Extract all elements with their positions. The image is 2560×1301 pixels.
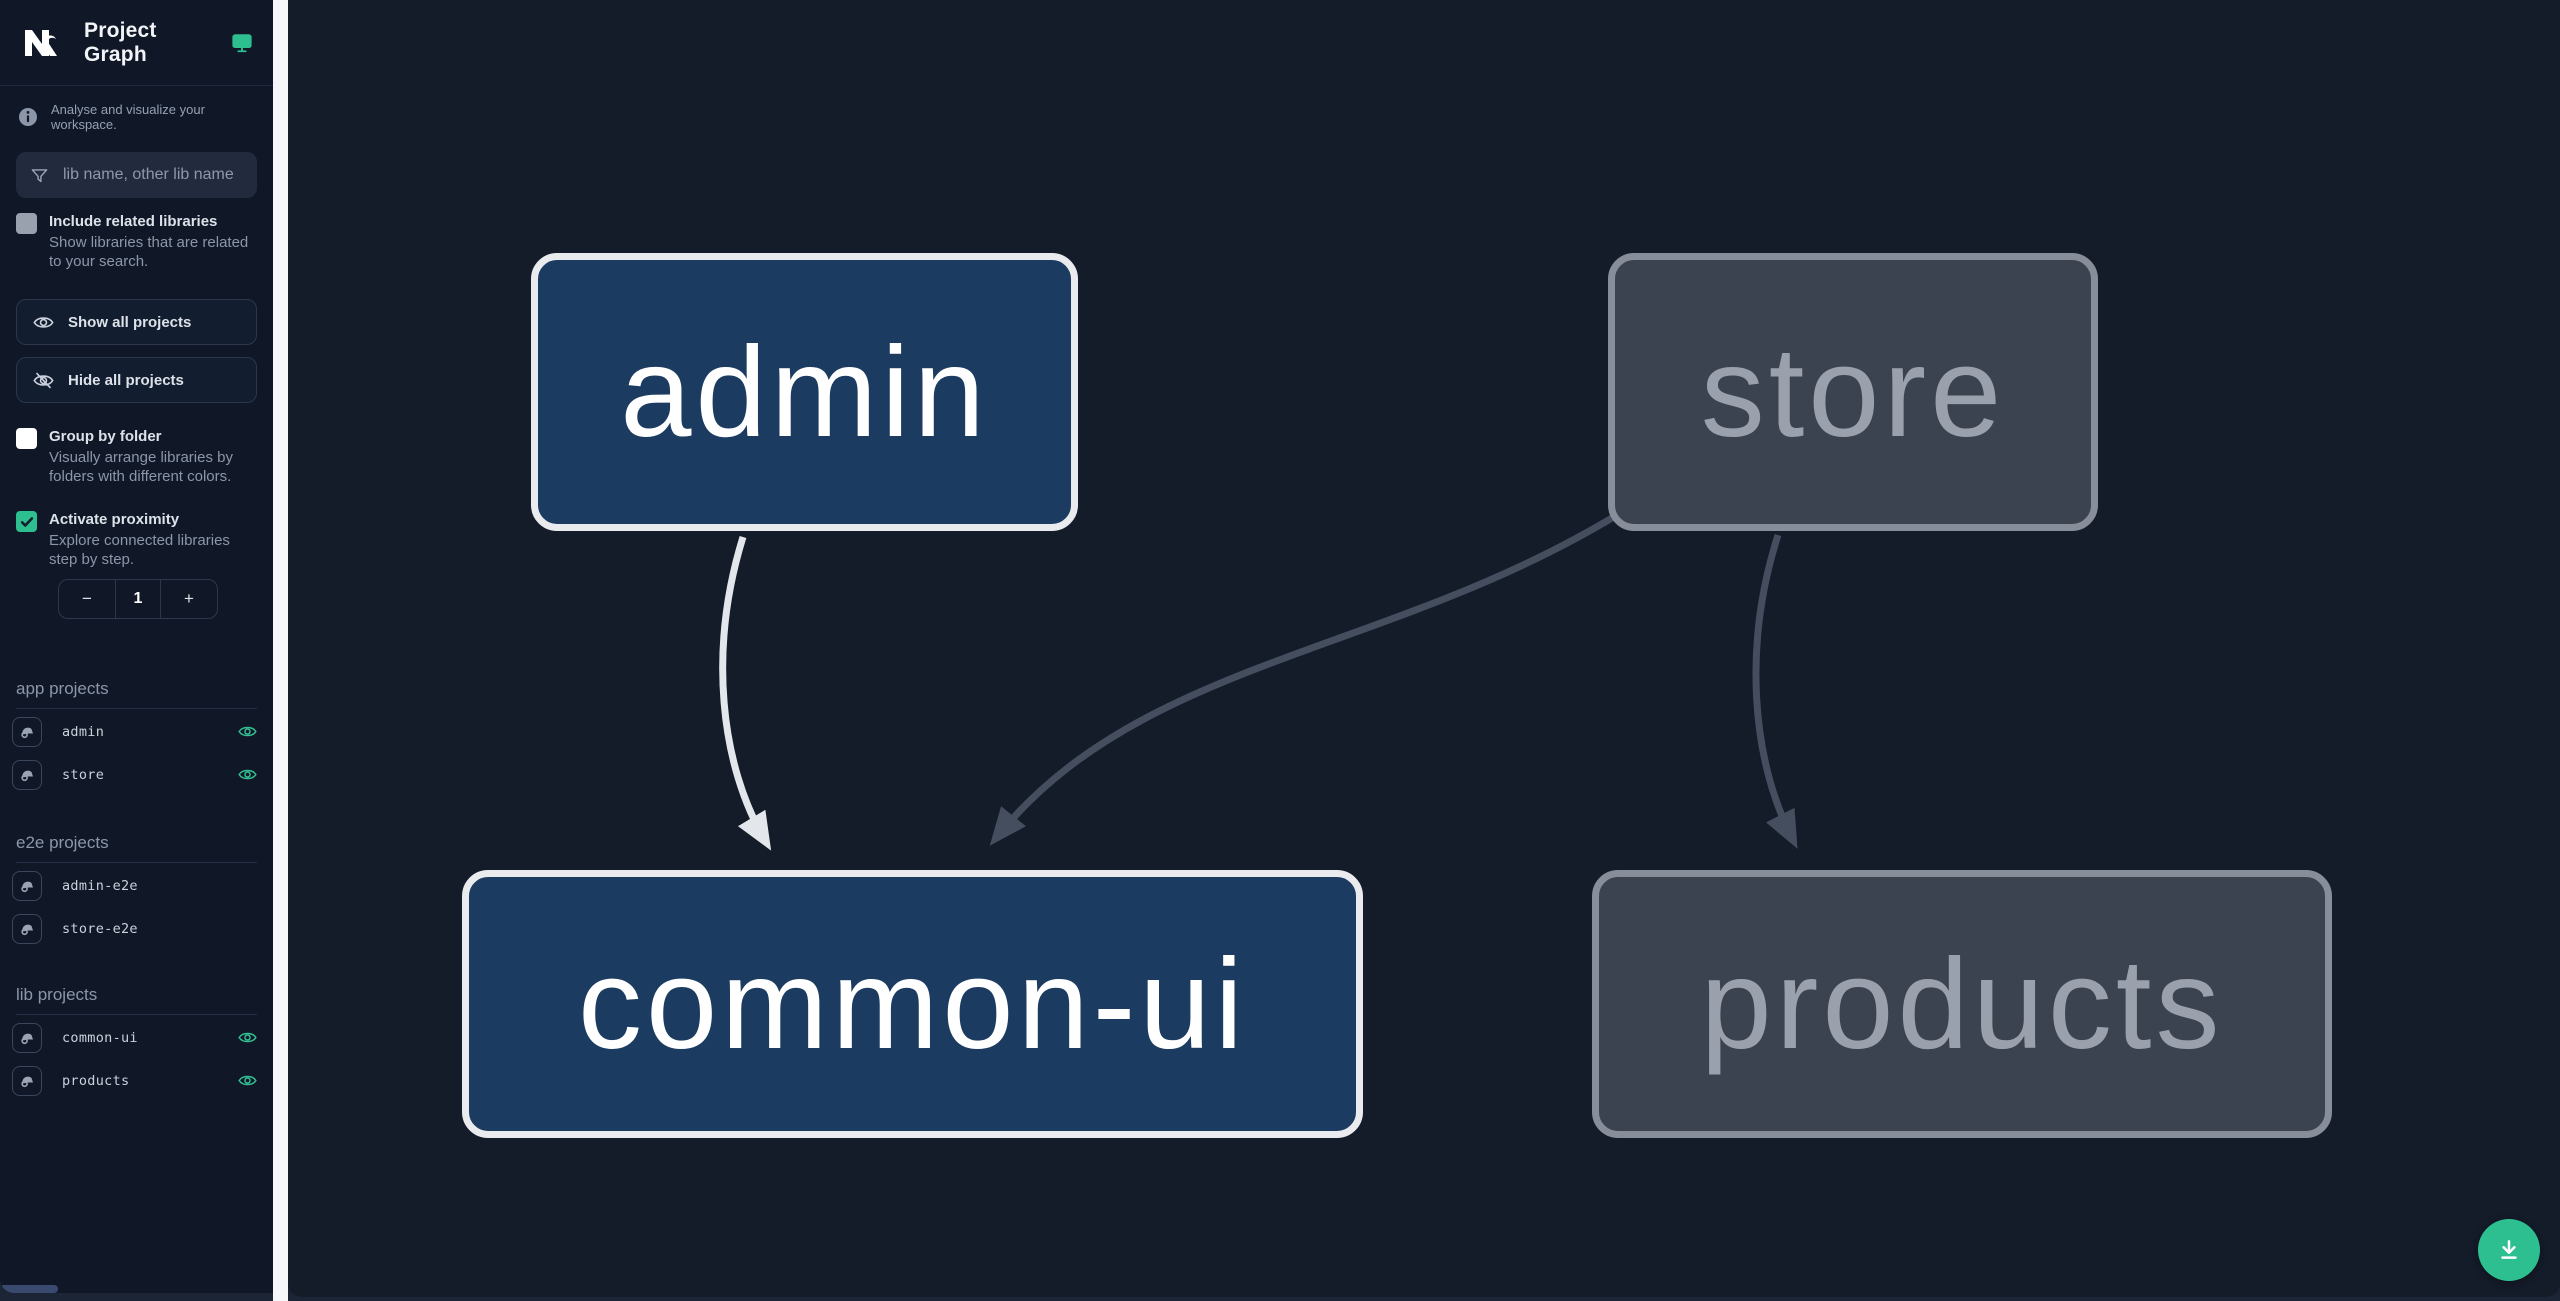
edge-store-to-products [1752, 533, 1798, 849]
filter-funnel-icon [31, 168, 48, 182]
hide-all-projects-button[interactable]: Hide all projects [16, 357, 257, 403]
section-lib-projects: lib projects common-ui products [12, 985, 257, 1101]
checkbox-description: Explore connected libraries step by step… [49, 532, 230, 568]
checkbox-include-related-libraries[interactable]: Include related libraries Show libraries… [0, 212, 273, 271]
eye-off-icon [33, 372, 54, 388]
checkbox-box[interactable] [16, 428, 37, 449]
workspace-tagline: Analyse and visualize your workspace. [0, 86, 273, 132]
graph-node-products[interactable]: products [1592, 870, 2332, 1138]
visibility-eye-icon[interactable] [238, 765, 257, 784]
project-row-store-e2e[interactable]: store-e2e [12, 908, 257, 949]
filter-input[interactable] [61, 165, 272, 185]
section-app-projects: app projects admin store [12, 679, 257, 795]
project-icon [12, 870, 42, 901]
project-row-common-ui[interactable]: common-ui [12, 1017, 257, 1058]
visibility-eye-icon[interactable] [238, 1028, 257, 1047]
visibility-eye-icon[interactable] [238, 722, 257, 741]
checkbox-label: Include related libraries [49, 213, 218, 230]
info-icon [19, 108, 37, 126]
project-name: admin [62, 723, 105, 740]
project-name: products [62, 1072, 130, 1089]
sidebar: Project Graph Analyse and visualize your… [0, 0, 273, 1293]
visibility-eye-icon[interactable] [238, 1071, 257, 1090]
sidebar-resize-divider[interactable] [273, 0, 288, 1301]
monitor-icon[interactable] [231, 32, 253, 54]
section-title: e2e projects [16, 833, 257, 863]
proximity-depth-value: 1 [115, 580, 161, 618]
project-icon [12, 913, 42, 944]
checkbox-group-by-folder[interactable]: Group by folder Visually arrange librari… [0, 427, 273, 486]
checkbox-description: Visually arrange libraries by folders wi… [49, 449, 233, 485]
project-icon [12, 1022, 42, 1053]
project-row-admin-e2e[interactable]: admin-e2e [12, 865, 257, 906]
checkbox-box[interactable] [16, 213, 37, 234]
checkbox-description: Show libraries that are related to your … [49, 234, 249, 270]
project-name: store-e2e [62, 920, 138, 937]
increment-button[interactable]: + [161, 580, 217, 618]
proximity-depth-stepper: − 1 + [58, 579, 218, 619]
project-icon [12, 759, 42, 790]
page-title: Project Graph [84, 18, 157, 66]
project-name: common-ui [62, 1029, 138, 1046]
project-name: admin-e2e [62, 877, 138, 894]
graph-node-store[interactable]: store [1608, 253, 2098, 531]
download-image-button[interactable] [2478, 1219, 2540, 1281]
project-icon [12, 1065, 42, 1096]
graph-node-admin[interactable]: admin [531, 253, 1078, 531]
section-title: app projects [16, 679, 257, 709]
edge-store-to-common-ui [989, 502, 1635, 846]
download-icon [2501, 1240, 2517, 1259]
checkbox-activate-proximity[interactable]: Activate proximity Explore connected lib… [0, 510, 273, 569]
nx-logo-icon [25, 29, 57, 56]
filter-input-wrap [16, 152, 272, 198]
show-all-projects-button[interactable]: Show all projects [16, 299, 257, 345]
checkbox-label: Activate proximity [49, 511, 180, 528]
eye-icon [33, 316, 54, 328]
section-e2e-projects: e2e projects admin-e2e store-e2e [12, 833, 257, 949]
project-name: store [62, 766, 105, 783]
edge-admin-to-common-ui [719, 535, 772, 851]
checkmark-icon [20, 516, 33, 527]
checkbox-box-checked[interactable] [16, 511, 37, 532]
project-row-admin[interactable]: admin [12, 711, 257, 752]
project-row-products[interactable]: products [12, 1060, 257, 1101]
dependency-edges [719, 502, 1798, 851]
project-row-store[interactable]: store [12, 754, 257, 795]
project-icon [12, 716, 42, 747]
graph-canvas[interactable]: admin store common-ui products [288, 0, 2560, 1297]
checkbox-label: Group by folder [49, 428, 162, 445]
graph-node-common-ui[interactable]: common-ui [462, 870, 1363, 1138]
sidebar-header: Project Graph [0, 0, 273, 86]
horizontal-scrollbar-thumb[interactable] [0, 1285, 58, 1293]
section-title: lib projects [16, 985, 257, 1015]
decrement-button[interactable]: − [59, 580, 115, 618]
